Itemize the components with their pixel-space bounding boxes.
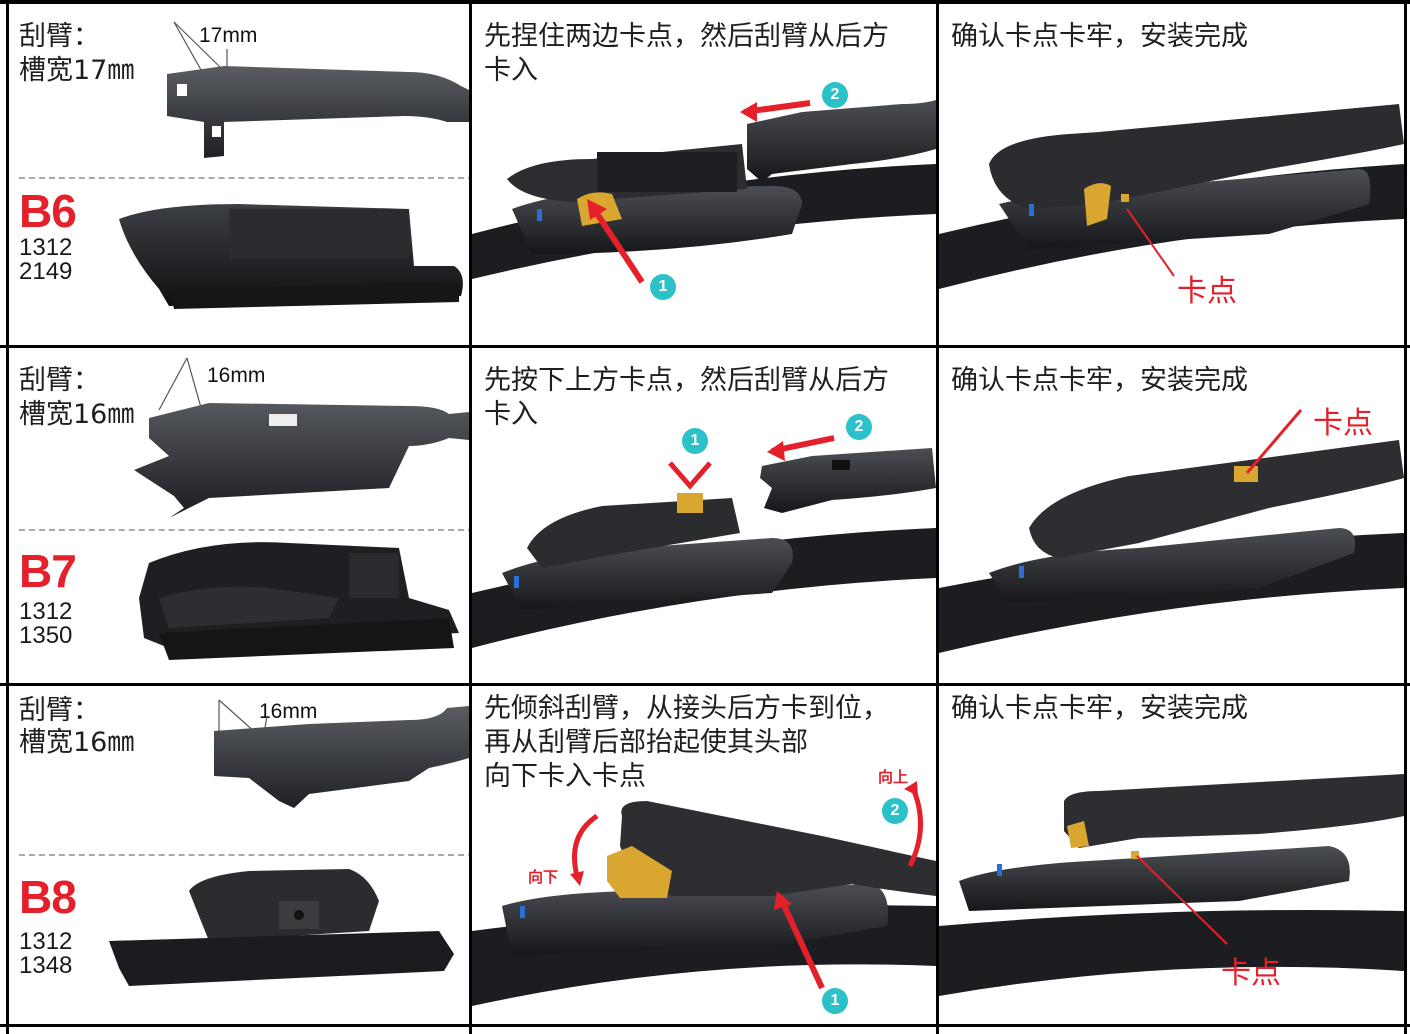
wiper-arm-b7-illustration: [134, 357, 469, 660]
table-border-left: [6, 0, 9, 1034]
slot-width-text: 槽宽17㎜: [19, 55, 135, 86]
step2-cell-b6: 确认卡点卡牢，安装完成 卡点: [939, 4, 1404, 345]
arm-label: 刮臂：: [19, 365, 100, 396]
spec-cell-b6: 刮臂： 槽宽17㎜ 17mm B6 1312 2149: [9, 4, 469, 345]
step1-b8-illustration: [472, 781, 936, 1006]
direction-down-label: 向下: [528, 868, 559, 886]
arm-label: 刮臂：: [19, 21, 100, 52]
step-badge-2: 2: [882, 798, 908, 824]
part-number-2: 2149: [19, 258, 73, 285]
table-border-right: [1404, 0, 1407, 1034]
step1-cell-b8: 先倾斜刮臂，从接头后方卡到位， 再从刮臂后部抬起使其头部 向下卡入卡点 向下 向…: [472, 686, 936, 1024]
measure-label: 17mm: [199, 24, 258, 47]
direction-up-label: 向上: [878, 768, 909, 786]
step-badge-1: 1: [650, 274, 676, 300]
step1-cell-b7: 先按下上方卡点，然后刮臂从后方 卡入 1 2: [472, 348, 936, 683]
part-number-1: 1312: [19, 598, 73, 625]
step-badge-2: 2: [822, 82, 848, 108]
step2-instruction: 确认卡点卡牢，安装完成: [951, 365, 1248, 396]
row-divider-1: [0, 345, 1410, 348]
model-code: B7: [19, 545, 77, 597]
wiper-arm-b6-illustration: [119, 21, 469, 309]
column-divider-1: [469, 0, 472, 1034]
step1-instruction: 先捏住两边卡点，然后刮臂从后方 卡入: [484, 21, 889, 86]
step2-b6-illustration: [939, 104, 1404, 289]
step1-b6-illustration: [472, 100, 936, 284]
row-divider-2: [0, 683, 1410, 686]
clip-point-callout: 卡点: [1313, 406, 1373, 441]
slot-width-text: 槽宽16㎜: [19, 727, 135, 758]
measure-label: 16mm: [259, 700, 318, 723]
step2-b8-illustration: [939, 774, 1404, 996]
step2-instruction: 确认卡点卡牢，安装完成: [951, 693, 1248, 724]
row-divider-3: [0, 1024, 1410, 1027]
part-number-1: 1312: [19, 234, 73, 261]
spec-cell-b8: 刮臂： 槽宽16㎜ 16mm B8 1312 1348: [9, 686, 469, 1024]
step2-instruction: 确认卡点卡牢，安装完成: [951, 21, 1248, 52]
measure-label: 16mm: [207, 364, 266, 387]
arm-label: 刮臂：: [19, 695, 100, 726]
clip-point-callout: 卡点: [1221, 956, 1281, 991]
step-badge-1: 1: [822, 988, 848, 1014]
clip-point-callout: 卡点: [1177, 274, 1237, 309]
step1-instruction: 先按下上方卡点，然后刮臂从后方 卡入: [484, 365, 889, 430]
step1-instruction: 先倾斜刮臂，从接头后方卡到位， 再从刮臂后部抬起使其头部 向下卡入卡点: [484, 693, 889, 792]
step2-cell-b7: 确认卡点卡牢，安装完成 卡点: [939, 348, 1404, 683]
model-code: B8: [19, 871, 77, 923]
step-badge-2: 2: [846, 414, 872, 440]
part-number-2: 1348: [19, 952, 73, 979]
step-badge-1: 1: [682, 428, 708, 454]
wiper-arm-b8-illustration: [109, 699, 469, 986]
dashed-separator: [19, 854, 469, 856]
spec-cell-b7: 刮臂： 槽宽16㎜ 16mm B7 1312 1350: [9, 348, 469, 683]
model-code: B6: [19, 185, 77, 237]
step2-cell-b8: 确认卡点卡牢，安装完成 卡点: [939, 686, 1404, 1024]
dashed-separator: [19, 529, 469, 531]
table-border-top: [0, 0, 1410, 4]
step1-b7-illustration: [472, 435, 936, 648]
part-number-2: 1350: [19, 622, 73, 649]
part-number-1: 1312: [19, 928, 73, 955]
step2-b7-illustration: [939, 409, 1404, 653]
column-divider-2: [936, 0, 939, 1034]
dashed-separator: [19, 177, 469, 179]
step1-cell-b6: 先捏住两边卡点，然后刮臂从后方 卡入 2 1: [472, 4, 936, 345]
slot-width-text: 槽宽16㎜: [19, 399, 135, 430]
